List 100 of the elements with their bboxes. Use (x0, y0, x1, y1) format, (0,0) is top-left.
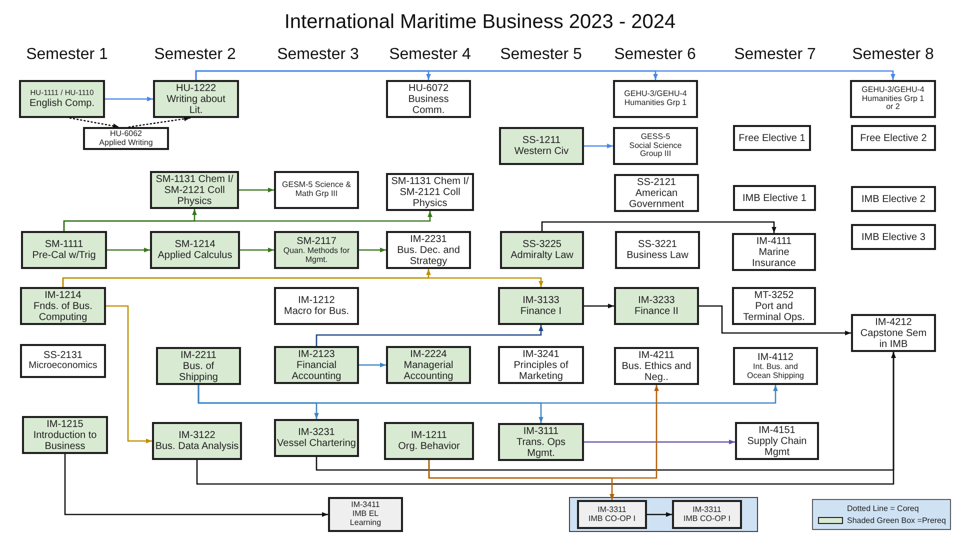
course-code: HU-6072 (408, 82, 449, 94)
course-title: Admiralty Law (510, 250, 574, 261)
course-title: English Comp. (29, 98, 95, 109)
course-title: Bus. Data Analysis (155, 441, 239, 452)
arrow (316, 352, 896, 471)
arrow (428, 460, 614, 500)
course-box (613, 127, 698, 165)
arrow (316, 325, 544, 346)
course-code: IM-4212 (875, 316, 912, 328)
semester-heading: Semester 6 (614, 45, 696, 65)
course-box (22, 416, 108, 454)
course-code: SM-1214 (174, 239, 216, 250)
course-title: Humanities Grp 1 (624, 99, 687, 108)
course-title: Supply Chain Mgmt (746, 436, 808, 458)
course-title: IMB CO-OP I (588, 514, 636, 524)
course-box (851, 224, 936, 250)
course-code: IM-2224 (410, 348, 447, 360)
course-code: SS-2121 (637, 176, 676, 188)
course-title: IMB CO-OP I (684, 514, 730, 524)
course-title: Bus. Ethics and Neg.. (620, 360, 692, 382)
course-title: IMB Elective 3 (862, 232, 926, 242)
course-title: Fnds. of Bus. Computing (32, 300, 94, 322)
course-box (672, 500, 742, 529)
course-title: American Government (628, 188, 686, 210)
course-box (274, 171, 359, 209)
dotted-arrow (128, 116, 191, 128)
course-title: Pre-Cal w/Trig (32, 250, 96, 261)
course-code: SS-3225 (522, 239, 562, 250)
course-box (499, 127, 584, 165)
course-code: IM-3233 (638, 295, 675, 306)
course-box (150, 231, 240, 269)
course-code: IM-3133 (522, 295, 560, 306)
course-box (851, 314, 936, 352)
course-code: SM-1111 (44, 239, 84, 250)
course-box (274, 287, 359, 325)
course-title: Applied Calculus (158, 250, 232, 261)
arrow (584, 440, 735, 444)
course-title: Writing about Lit. (166, 94, 226, 116)
course-title: Int. Bus. and Ocean Shipping (746, 362, 805, 380)
course-box (614, 287, 699, 325)
course-box (152, 422, 242, 460)
course-title: Introduction to Business (32, 430, 98, 452)
course-code: SM-2117 (296, 236, 336, 247)
course-code: IM-3231 (298, 427, 335, 438)
semester-heading: Semester 8 (852, 45, 934, 65)
course-box (613, 80, 698, 118)
course-title: Marine Insurance (751, 246, 797, 268)
course-box (20, 344, 106, 378)
course-code: IM-2211 (180, 350, 216, 360)
course-box (19, 80, 105, 118)
course-box (21, 231, 107, 269)
group-panel (569, 497, 758, 532)
course-box (386, 346, 471, 384)
arrow (105, 96, 153, 102)
course-box (733, 185, 816, 211)
course-code: SS-1211 (522, 135, 561, 146)
course-code: IM-4211 (638, 350, 674, 360)
course-code: GEHU-3/GEHU-4 (624, 90, 687, 99)
course-code: IM-1211 (411, 430, 447, 441)
course-box (153, 80, 239, 118)
course-box (274, 231, 359, 269)
course-code: HU-1222 (176, 82, 216, 94)
course-title: Org. Behavior (398, 441, 460, 452)
course-title: Business Law (626, 250, 688, 261)
course-code: IM-4111 (756, 236, 792, 246)
semester-heading: Semester 7 (734, 45, 816, 65)
course-box (274, 346, 359, 384)
course-title: Business Comm. (407, 94, 450, 116)
arrow (195, 70, 896, 80)
course-box (386, 231, 471, 269)
course-box (851, 125, 936, 151)
arrow (359, 248, 386, 252)
course-code: IM-1212 (298, 295, 335, 306)
course-box (614, 174, 699, 212)
course-code: IM-4151 (758, 424, 796, 436)
course-title: Western Civ (514, 146, 569, 157)
course-title: Macro for Bus. (284, 306, 350, 317)
arrow (699, 305, 851, 336)
course-box (615, 231, 700, 269)
course-title: Microeconomics (28, 361, 98, 372)
course-code: IM-3122 (178, 430, 216, 441)
arrow (198, 385, 778, 404)
course-title: SM-1131 Chem I/ SM-2121 Coll Physics (390, 176, 470, 208)
semester-heading: Semester 4 (389, 45, 471, 65)
arrow (647, 512, 672, 517)
arrow (359, 362, 386, 368)
course-box (733, 347, 818, 385)
course-code: IM-1215 (46, 418, 84, 430)
diagram-title: International Maritime Business 2023 - 2024 (284, 10, 676, 34)
course-box (384, 422, 474, 460)
legend-text: Dotted Line = Coreq (847, 504, 920, 514)
course-code: SS-2131 (44, 350, 82, 362)
arrow (62, 277, 544, 287)
course-title: IMB Elective 2 (862, 194, 926, 204)
course-box (735, 422, 819, 460)
arrow (106, 305, 152, 444)
course-title: Applied Writing (99, 138, 153, 148)
course-code: IM-3411 (351, 501, 380, 510)
course-title: Finance I (520, 306, 562, 317)
course-box (577, 500, 647, 529)
